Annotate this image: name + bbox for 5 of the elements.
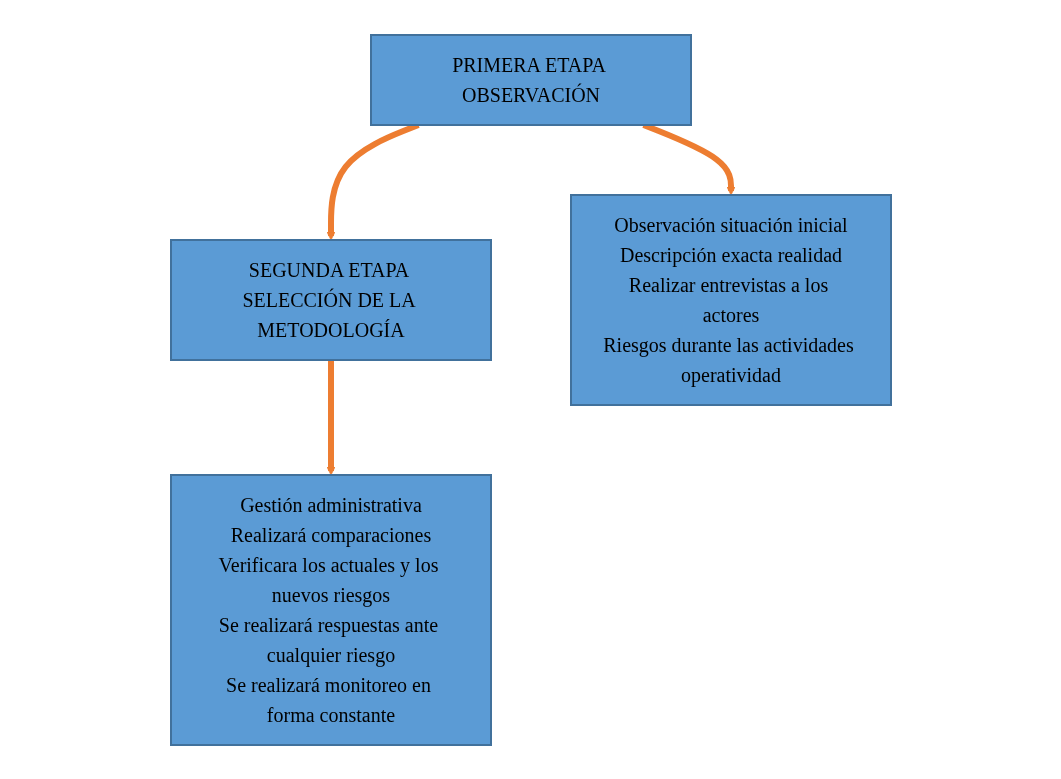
node-box: Gestión administrativa Realizará comparaciones Verificara los actuales y los nuevos riesgos Se realizará respuestas ante cualquier riesgo Se realizará monitoreo en forma constante (169, 473, 492, 746)
arrow (326, 359, 335, 475)
node-box: Observación situación inicial Descripción exacta realidad Realizar entrevistas a los actores Riesgos durante las actividades operatividad (569, 193, 892, 406)
node-box: SEGUNDA ETAPA SELECCIÓN DE LA METODOLOGÍA (169, 238, 492, 361)
node-box: PRIMERA ETAPA OBSERVACIÓN (369, 33, 692, 126)
